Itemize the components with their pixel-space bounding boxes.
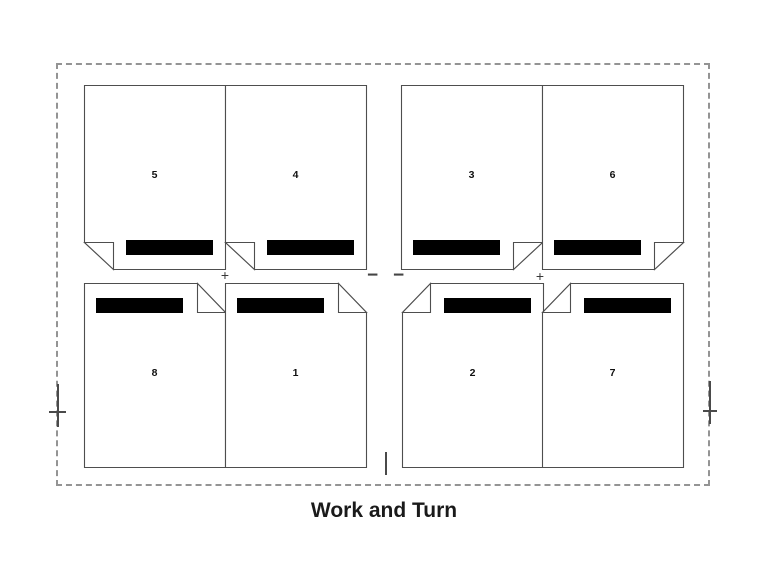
color-bar — [444, 298, 531, 313]
page-outline-icon — [541, 282, 685, 469]
page-number: 4 — [292, 169, 299, 181]
page-number: 3 — [468, 169, 475, 181]
sheet-boundary — [56, 63, 710, 486]
center-minus-mark-right: − — [392, 265, 405, 286]
folded-corner-icon — [541, 282, 572, 314]
color-bar — [584, 298, 671, 313]
page-number: 8 — [151, 367, 158, 379]
page-outline-icon — [224, 282, 368, 469]
folded-corner-icon — [401, 282, 432, 314]
color-bar — [237, 298, 324, 313]
center-minus-mark-left: − — [366, 265, 379, 286]
folded-corner-icon — [196, 282, 227, 314]
right-center-mark-line — [709, 381, 711, 424]
page-outline-icon — [83, 84, 227, 271]
color-bar — [96, 298, 183, 313]
page-number: 1 — [292, 367, 299, 379]
folded-corner-icon — [337, 282, 368, 314]
page-outline-icon — [541, 84, 685, 271]
page-5: 5 — [83, 84, 227, 271]
diagram-title: Work and Turn — [310, 499, 458, 522]
right-center-mark-tick — [703, 410, 717, 412]
page-number: 7 — [609, 367, 616, 379]
register-plus-mark-left: + — [220, 267, 230, 283]
page-shape — [83, 84, 227, 271]
page-number: 5 — [151, 169, 158, 181]
page-number: 2 — [469, 367, 476, 379]
color-bar — [554, 240, 641, 255]
folded-corner-icon — [512, 241, 544, 271]
page-1: 1 — [224, 282, 368, 469]
left-center-mark-tick — [49, 411, 66, 413]
page-shape — [224, 282, 368, 469]
folded-corner-icon — [224, 241, 256, 271]
register-plus-mark-right: + — [535, 268, 545, 284]
page-2: 2 — [401, 282, 545, 469]
page-4: 4 — [224, 84, 368, 271]
page-outline-icon — [224, 84, 368, 271]
color-bar — [126, 240, 213, 255]
page-outline-icon — [401, 282, 545, 469]
color-bar — [413, 240, 500, 255]
bottom-center-mark-line — [385, 452, 387, 475]
folded-corner-icon — [653, 241, 685, 271]
page-number: 6 — [609, 169, 616, 181]
page-outline-icon — [83, 282, 227, 469]
left-center-mark-line — [57, 384, 59, 427]
folded-corner-icon — [83, 241, 115, 271]
page-outline-icon — [400, 84, 544, 271]
color-bar — [267, 240, 354, 255]
page-7: 7 — [541, 282, 685, 469]
page-6: 6 — [541, 84, 685, 271]
page-8: 8 — [83, 282, 227, 469]
page-shape — [224, 84, 368, 271]
page-3: 3 — [400, 84, 544, 271]
